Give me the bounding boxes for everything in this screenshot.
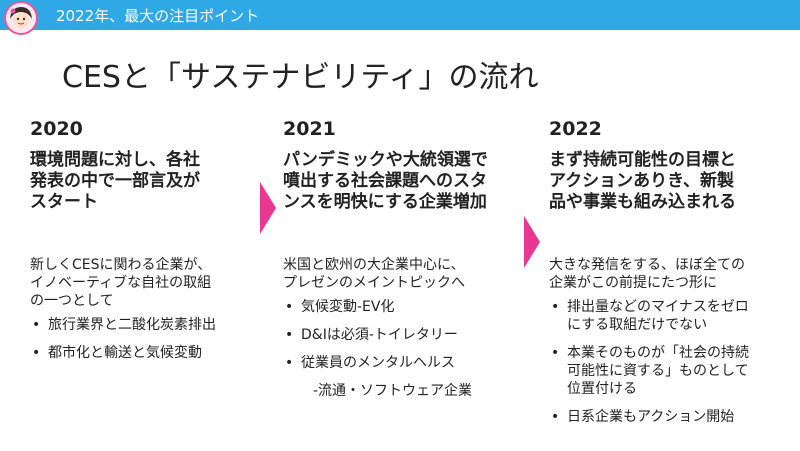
headline-line: 噴出する社会課題へのスタ (283, 171, 487, 191)
description-line: 大きな発信をする、ほぼ全ての (549, 257, 745, 273)
year-label: 2020 (30, 118, 83, 140)
list-item-line: 可能性に資する」ものとして (567, 363, 749, 379)
list-item: 本業そのものが「社会の持続 可能性に資する」ものとして 位置付ける (549, 344, 749, 398)
column-2022: 2022 まず持続可能性の目標と アクションありき、新製 品や事業も組み込まれる… (549, 118, 749, 436)
header-title: 2022年、最大の注目ポイント (56, 7, 260, 25)
bullet-list: 排出量などのマイナスをゼロ にする取組だけでない 本業そのものが「社会の持続 可… (549, 298, 749, 426)
year-label: 2021 (283, 118, 336, 140)
headline-line: まず持続可能性の目標と (549, 150, 736, 170)
list-sub-item: -流通・ソフトウェア企業 (313, 383, 473, 399)
list-item-line: 本業そのものが「社会の持続 (567, 345, 749, 361)
headline-line: アクションありき、新製 (549, 171, 734, 191)
description-line: 米国と欧州の大企業中心に、 (283, 257, 465, 273)
column-2021: 2021 パンデミックや大統領選で 噴出する社会課題へのスタ ンスを明快にする企… (283, 118, 488, 410)
description-line: の一つとして (30, 293, 114, 309)
description-line: 企業がこの前提にたつ形に (549, 275, 717, 291)
list-item: D&Iは必須-トイレタリー (283, 326, 488, 344)
bullet-list: 旅行業界と二酸化炭素排出 都市化と輸送と気候変動 (30, 316, 216, 362)
character-avatar-icon (4, 1, 38, 35)
list-item: 排出量などのマイナスをゼロ にする取組だけでない (549, 298, 749, 334)
description: 米国と欧州の大企業中心に、 プレゼンのメイントピックへ (283, 256, 488, 292)
list-item: 旅行業界と二酸化炭素排出 (30, 316, 216, 334)
list-item: 都市化と輸送と気候変動 (30, 344, 216, 362)
bullet-list: 気候変動-EV化 D&Iは必須-トイレタリー 従業員のメンタルヘルス -流通・ソ… (283, 298, 488, 400)
header-bar (0, 0, 800, 30)
description: 新しくCESに関わる企業が、 イノベーティブな自社の取組 の一つとして (30, 256, 216, 310)
description-line: 新しくCESに関わる企業が、 (30, 257, 212, 273)
headline-line: パンデミックや大統領選で (283, 150, 488, 170)
headline-line: 品や事業も組み込まれる (549, 192, 736, 212)
headline: パンデミックや大統領選で 噴出する社会課題へのスタ ンスを明快にする企業増加 (283, 150, 488, 213)
list-item-line: にする取組だけでない (567, 317, 708, 333)
headline-line: ンスを明快にする企業増加 (283, 192, 487, 212)
description: 大きな発信をする、ほぼ全ての 企業がこの前提にたつ形に (549, 256, 749, 292)
list-item-line: 位置付ける (567, 381, 637, 397)
year-label: 2022 (549, 118, 602, 140)
slide-title: CESと「サステナビリティ」の流れ (62, 60, 539, 95)
list-item-line: 排出量などのマイナスをゼロ (567, 299, 749, 315)
headline: まず持続可能性の目標と アクションありき、新製 品や事業も組み込まれる (549, 150, 749, 213)
list-item: 従業員のメンタルヘルス (283, 354, 488, 372)
chevron-right-icon (260, 182, 276, 234)
headline-line: スタート (30, 192, 98, 212)
list-item: 気候変動-EV化 (283, 298, 488, 316)
description-line: イノベーティブな自社の取組 (30, 275, 212, 291)
description-line: プレゼンのメイントピックへ (283, 275, 465, 291)
column-2020: 2020 環境問題に対し、各社 発表の中で一部言及が スタート 新しくCESに関… (30, 118, 216, 372)
headline: 環境問題に対し、各社 発表の中で一部言及が スタート (30, 150, 216, 213)
list-item-line: 日系企業もアクション開始 (567, 409, 735, 425)
headline-line: 環境問題に対し、各社 (30, 150, 200, 170)
chevron-right-icon (524, 216, 540, 268)
list-item: 日系企業もアクション開始 (549, 408, 749, 426)
headline-line: 発表の中で一部言及が (30, 171, 200, 191)
